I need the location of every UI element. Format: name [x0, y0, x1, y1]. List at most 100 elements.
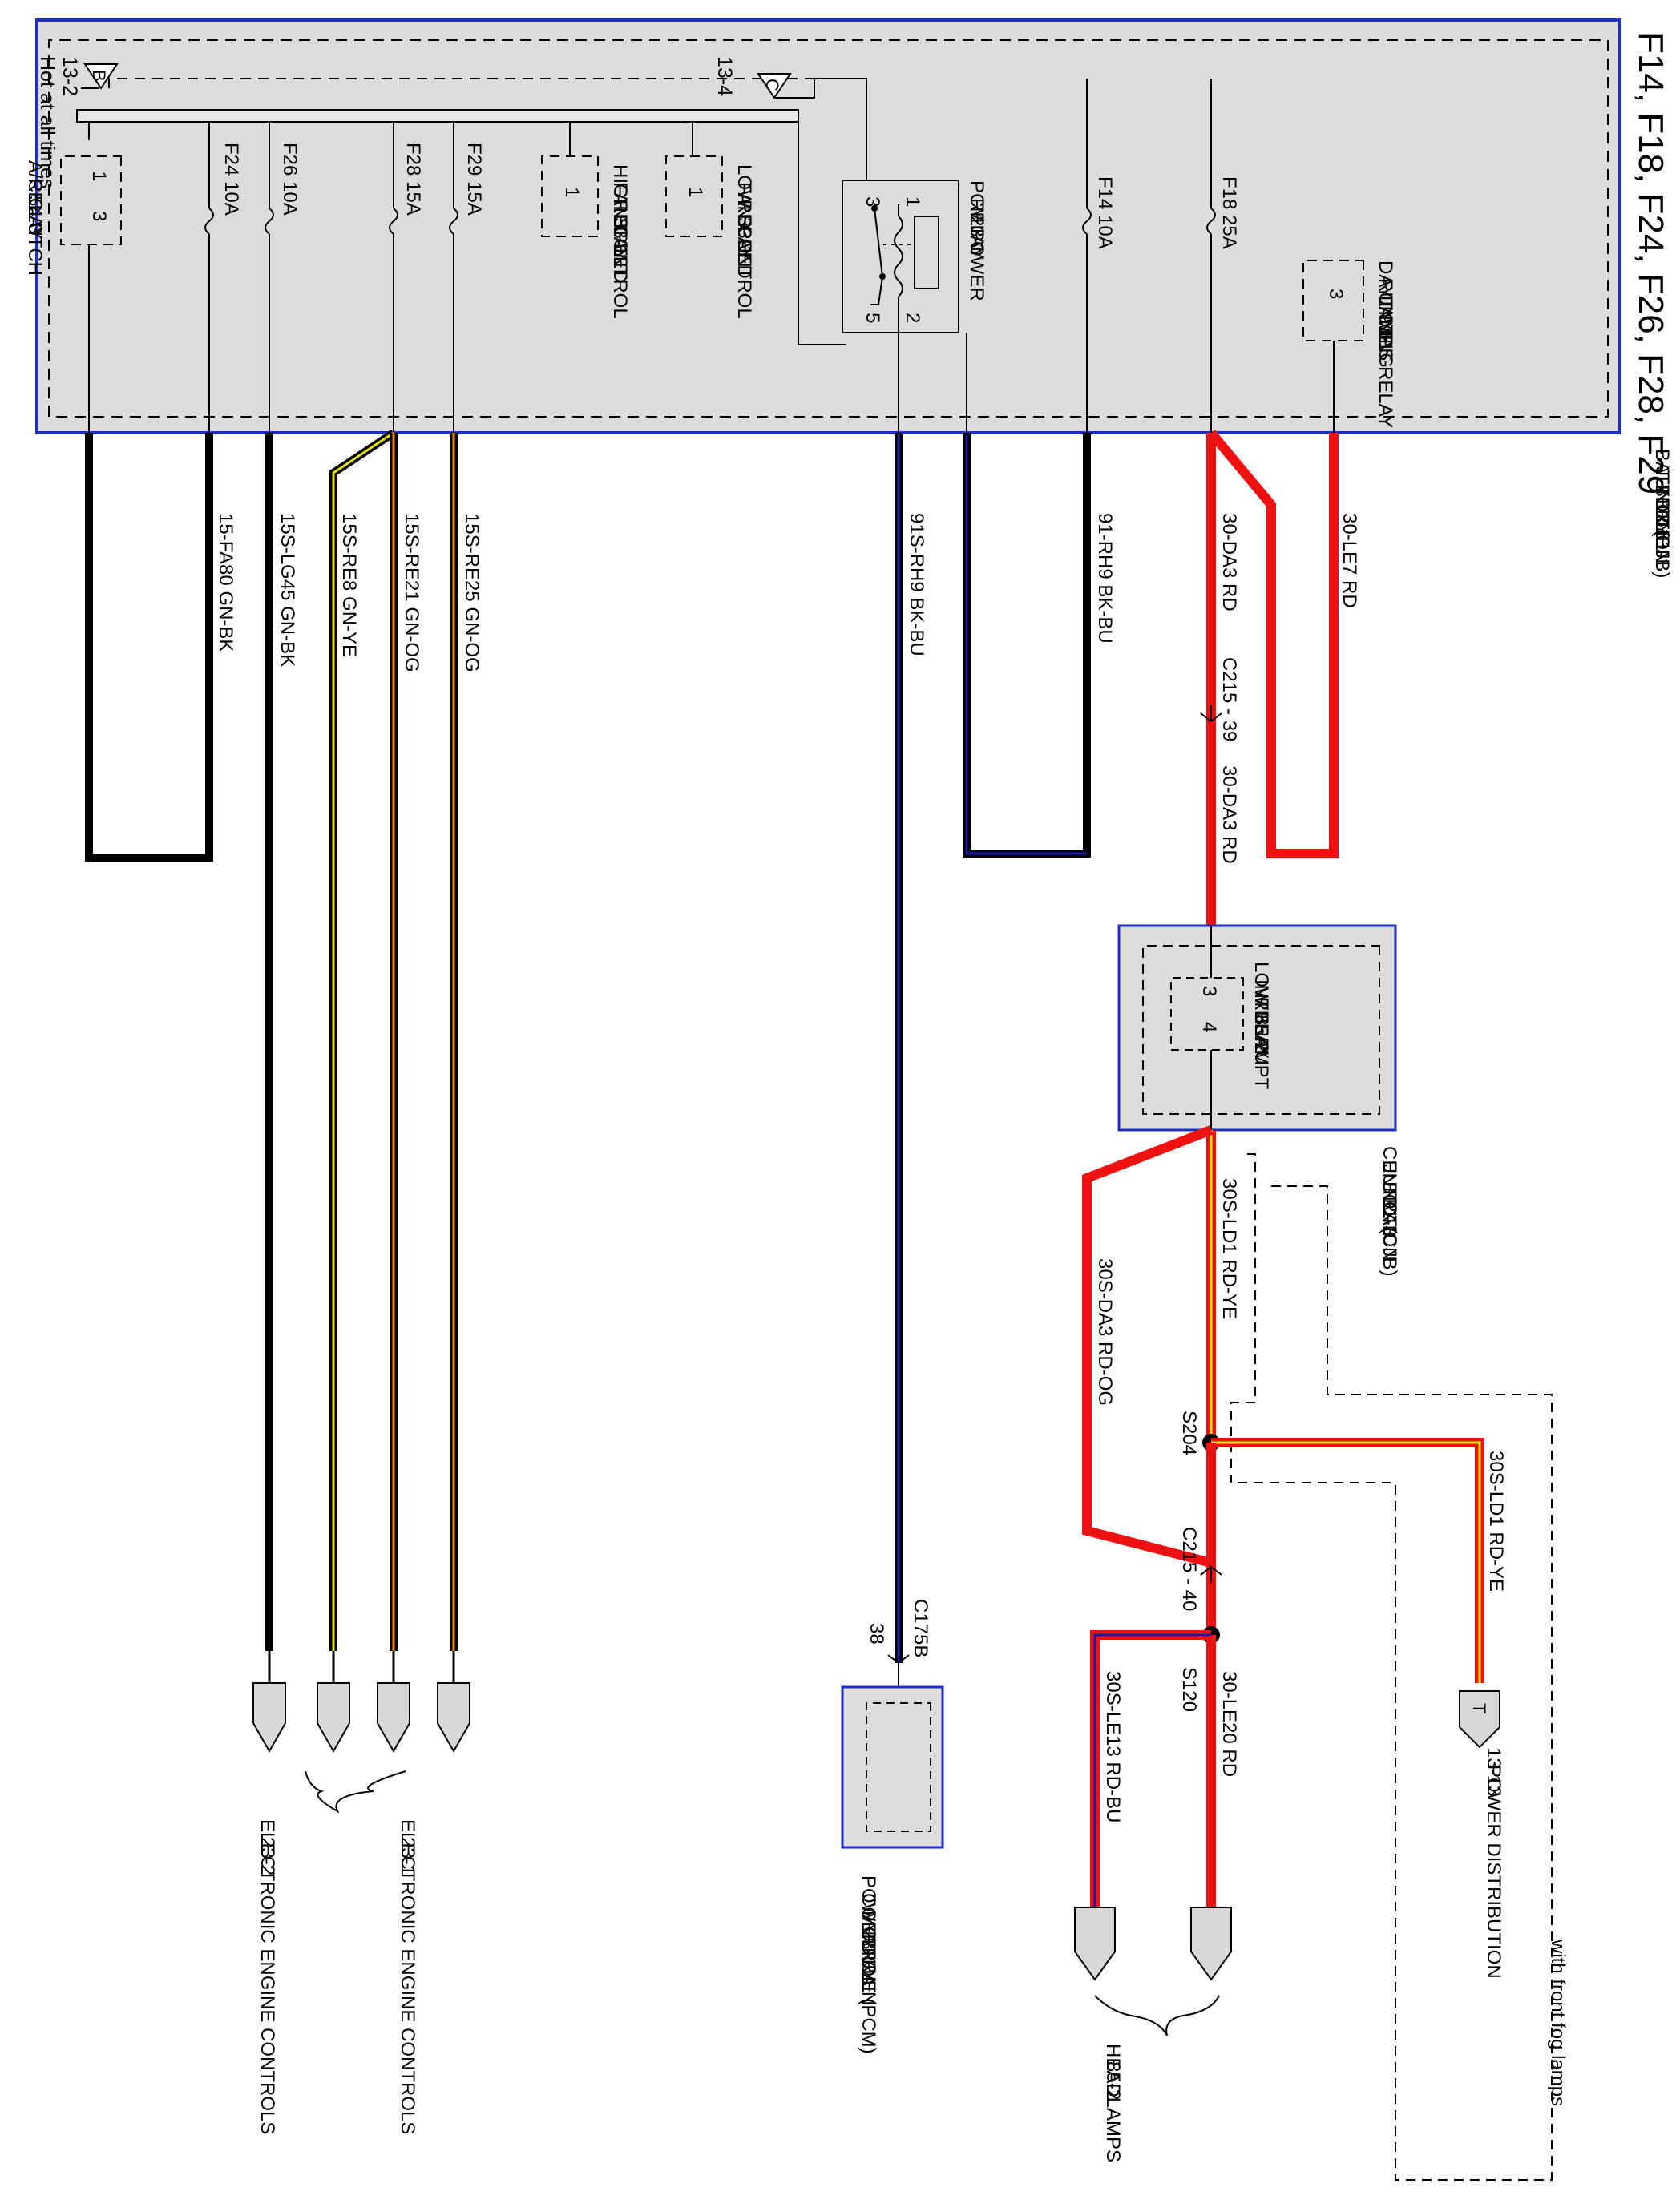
pcm-module: [841, 1685, 944, 1849]
c175b-label: C175B: [910, 1599, 931, 1657]
fuse-f18-label: F18 25A: [1218, 176, 1240, 249]
connector-b-icon: B: [83, 63, 119, 90]
wire-30-le7: [1207, 430, 1339, 858]
headlamp-connector-pins: [1074, 1907, 1232, 1981]
eec-1-label: ELECTRONIC ENGINE CONTROLS 23-1: [397, 1819, 418, 2140]
pcm-relay-switch: [874, 208, 883, 277]
wire-30s-da3: [1082, 1125, 1214, 1568]
c215-39-label: C215 - 39: [1218, 657, 1240, 741]
fog-lamp-label: with front fog lamps: [1547, 1939, 1569, 2106]
wire-91-rh9-label: 91-RH9 BK-BU: [1094, 513, 1116, 644]
high-speed-fan-relay: [541, 155, 599, 237]
low-beam-relay-label: LOW BEAM INTERRUPT RELAY 85-2: [1250, 962, 1272, 1095]
eec-2-label: ELECTRONIC ENGINE CONTROLS 23-2: [256, 1819, 278, 2140]
connector-c-stub: [774, 79, 815, 99]
svg-text:3: 3: [862, 196, 883, 207]
connector-b-ref: 13-2: [59, 56, 81, 96]
pcm-relay-coil: [894, 216, 903, 297]
fuse-f28: [389, 208, 398, 235]
c175b-pin-label: 38: [866, 1623, 887, 1645]
svg-text:1: 1: [685, 187, 706, 197]
wire-30-le7-label: 30-LE7 RD: [1339, 513, 1360, 608]
eec-brace: [305, 1770, 406, 1814]
fuse-f26: [265, 208, 274, 235]
wire-15s-re25-label: 15S-RE25 GN-OG: [461, 513, 483, 672]
wire-30-da3-label-a: 30-DA3 RD: [1218, 513, 1240, 612]
eec-connector-pins: [252, 1651, 470, 1754]
wire-91s-rh9-label: 91S-RH9 BK-BU: [906, 513, 927, 656]
bjb-inner-dashed-boundary: [48, 39, 1609, 418]
hot-at-all-times-label: Hot at all times: [36, 56, 59, 188]
headlamp-brace: [1094, 1995, 1220, 2036]
svg-text:C: C: [762, 79, 782, 91]
pcm-relay-feed-c: [814, 78, 867, 180]
wire-30-le20-label: 30-LE20 RD: [1218, 1671, 1240, 1777]
high-speed-fan-relay-label: HIGH SPEED FAN CONTROL RELAY 33-1: [609, 164, 631, 323]
svg-text:3: 3: [88, 211, 110, 221]
connector-c-ref: 13-4: [713, 56, 736, 96]
ac-clutch-relay: [60, 155, 122, 245]
fuse-f14-label: F14 10A: [1094, 176, 1116, 249]
svg-text:2: 2: [902, 313, 923, 323]
wire-15s-lg45-label: 15S-LG45 GN-BK: [277, 513, 298, 667]
connector-t-icon: T: [1459, 1690, 1500, 1749]
wire-30s-le13-label: 30S-LE13 RD-BU: [1102, 1671, 1124, 1822]
cjb-label: CENTRAL JUNCTION BOX (CJB) 11-3: [1379, 1146, 1400, 1282]
svg-text:1: 1: [902, 196, 923, 207]
wire-30s-da3-label: 30S-DA3 RD-OG: [1094, 1258, 1116, 1406]
pcm-relay-resistor: [914, 216, 939, 289]
central-junction-box: [1117, 924, 1397, 1132]
svg-text:T: T: [1469, 1703, 1489, 1713]
fog-lamp-boundary-outer: [1231, 1185, 1553, 2181]
bjb-bus-bar: [76, 109, 799, 123]
fuse-f29: [449, 208, 458, 235]
drl-relay: [1302, 260, 1364, 341]
fuse-f26-label: F26 10A: [279, 143, 301, 216]
connector-c-icon: C: [757, 73, 792, 99]
drl-relay-label: DAYTIME RUNNING LAMPS RELAY 97-1: [1375, 260, 1396, 433]
splice-s120-label: S120: [1178, 1667, 1200, 1712]
wire-15-fa80: [85, 433, 213, 862]
power-distribution-label: 13-13 POWER DISTRIBUTION: [1483, 1747, 1504, 1979]
pcm-power-relay-label: PCM POWER RELAY 23-1: [966, 180, 987, 306]
battery-junction-box: [35, 18, 1621, 434]
bjb-hot-bus-dashed: [108, 78, 814, 88]
svg-text:3: 3: [1325, 289, 1347, 299]
svg-text:B: B: [89, 70, 109, 82]
fuse-f18: [1206, 208, 1216, 235]
fuse-f29-label: F29 15A: [463, 143, 485, 216]
svg-text:1: 1: [88, 171, 110, 181]
wire-15-fa80-label: 15-FA80 GN-BK: [215, 513, 236, 652]
fuse-f24: [204, 208, 214, 235]
fuse-f24-label: F24 10A: [220, 143, 242, 216]
fog-lamp-boundary: [1230, 1153, 1256, 1483]
bjb-name-label: BATTERY JUNCTION BOX (BJB) 11-1 151-1: [1651, 449, 1673, 583]
c215-40-label: C215 - 40: [1178, 1527, 1200, 1611]
pcm-module-label: POWERTRAIN CONTROL MODULE (PCM) 23-1: [858, 1875, 879, 2059]
wire-30s-ld1-label: 30S-LD1 RD-YE: [1218, 1178, 1240, 1319]
page-title: F14, F18, F24, F26, F28, F29: [1631, 32, 1670, 494]
c215-40-connector: [1200, 1565, 1222, 1583]
pcm-relay-loop: [798, 122, 846, 345]
splice-s204-label: S204: [1178, 1411, 1200, 1455]
svg-text:1: 1: [561, 187, 583, 197]
low-speed-fan-relay: [665, 155, 723, 237]
c215-39-connector: [1200, 705, 1222, 723]
svg-text:3: 3: [1198, 986, 1220, 996]
wire-30s-ld1-to-t-label: 30S-LD1 RD-YE: [1485, 1451, 1507, 1592]
low-speed-fan-relay-label: LOW SPEED FAN CONTROL RELAY 33-1: [733, 164, 755, 323]
low-beam-relay: [1142, 945, 1380, 1115]
wire-15s-re21-label: 15S-RE21 GN-OG: [401, 513, 422, 672]
wire-91-rh9: [963, 433, 1091, 858]
wire-30s-ld1-to-t: [1211, 1438, 1484, 1683]
svg-text:5: 5: [862, 313, 883, 323]
pcm-power-relay: [842, 180, 959, 333]
fuse-f28-label: F28 15A: [402, 143, 424, 216]
svg-text:4: 4: [1198, 1022, 1220, 1032]
wire-15s-re8-label: 15S-RE8 GN-YE: [338, 513, 360, 657]
low-beam-relay-pins: [1170, 977, 1244, 1051]
wire-30-da3-label-b: 30-DA3 RD: [1218, 765, 1240, 864]
ac-clutch-relay-label: A/C CLUTCH RELAY 54-3: [24, 160, 46, 281]
fuse-f14: [1082, 208, 1092, 235]
